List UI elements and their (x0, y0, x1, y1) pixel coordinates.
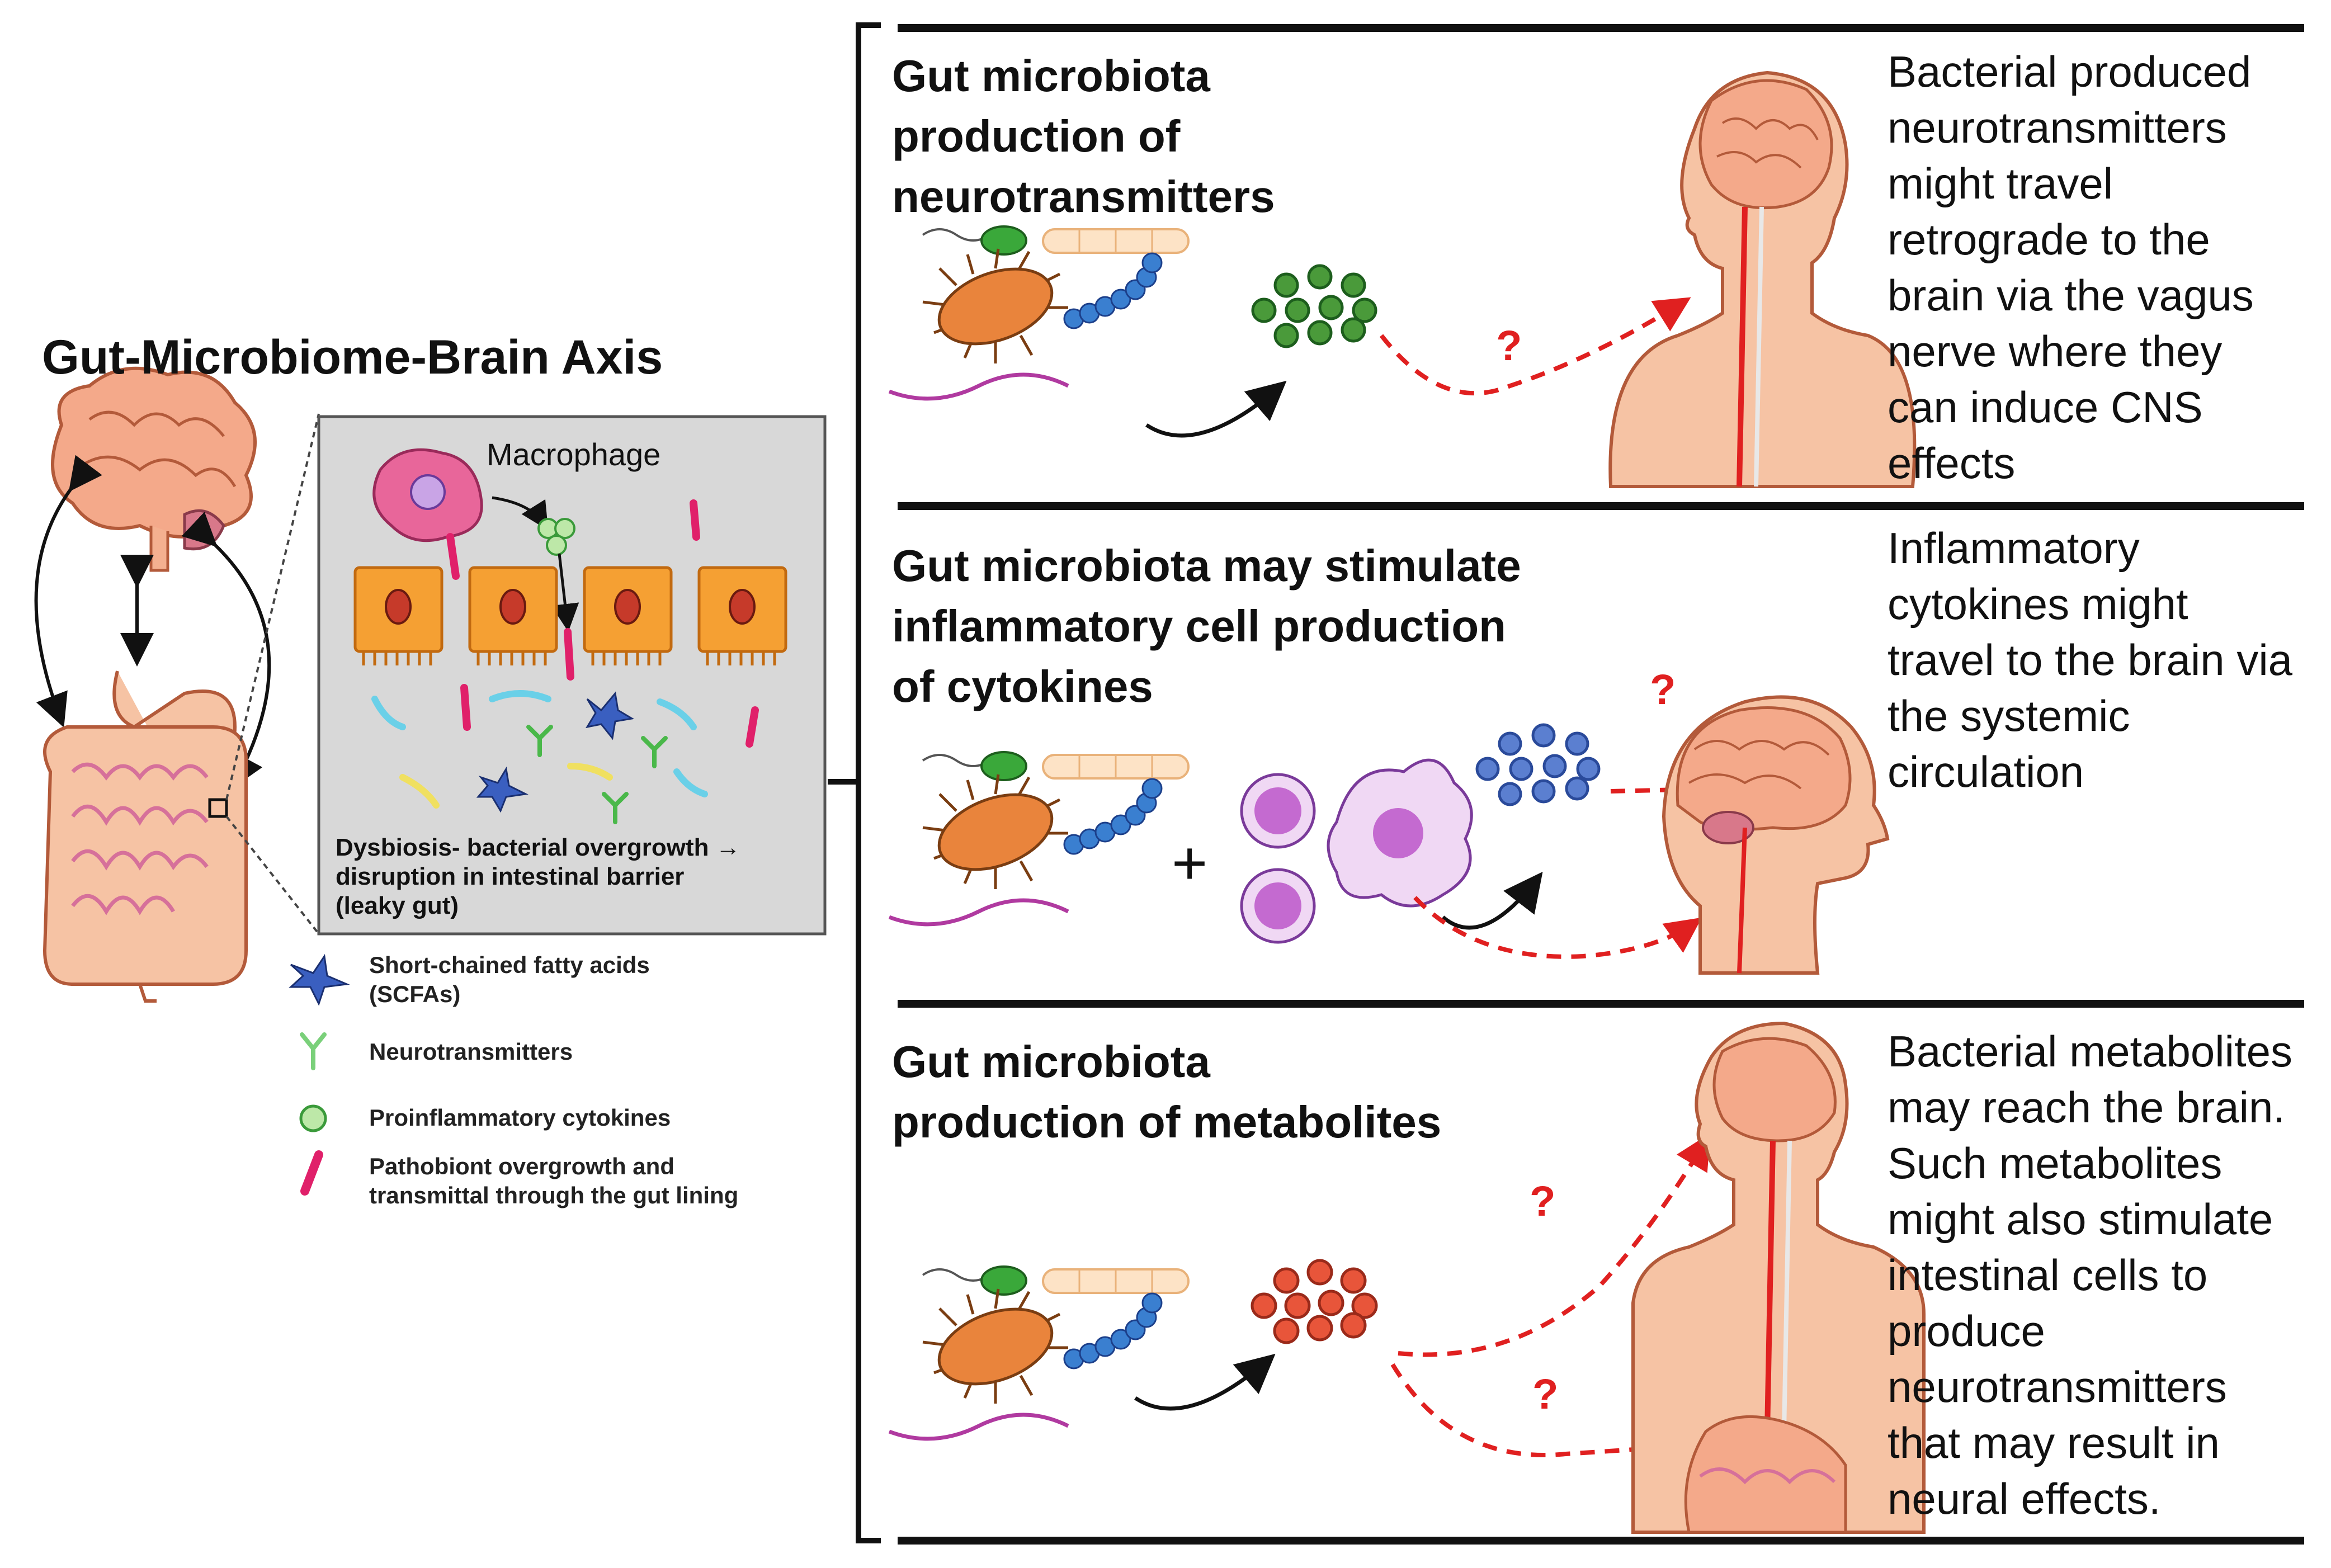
molecule-dot (1531, 779, 1556, 804)
panel2-red-arrow-lower (1413, 896, 1702, 959)
panel1-arrow (1145, 380, 1287, 438)
pathobiont-icon (300, 1150, 323, 1196)
molecule-dot (1352, 297, 1377, 323)
panel3-red-arrow-lower (1390, 1363, 1731, 1463)
molecule-dot (1307, 320, 1333, 346)
panel1-microbes (889, 226, 1188, 399)
panel1-red-arrow (1379, 297, 1691, 396)
panel1-body (1608, 70, 1917, 488)
molecule-dot (1565, 776, 1589, 801)
scfa-icon (289, 953, 350, 1006)
panel3-description: Bacterial metabolites may reach the brai… (1888, 1027, 2293, 1523)
panel-rules (898, 24, 2304, 1545)
diagram-title: Gut-Microbiome-Brain Axis (42, 330, 663, 384)
cytokine-icon (299, 1104, 327, 1132)
molecule-dot (1273, 323, 1299, 348)
legend-cytokine-label: Proinflammatory cytokines (369, 1104, 671, 1131)
molecule-dot (1251, 1292, 1277, 1319)
plus-sign: + (1172, 829, 1208, 898)
dysbiosis-inset (317, 415, 827, 936)
molecule-dot (1498, 731, 1522, 756)
molecule-dot (1542, 754, 1567, 778)
molecule-dot (1307, 264, 1333, 290)
panel3-question-mark-lower: ? (1532, 1371, 1559, 1418)
panel-bracket (828, 22, 881, 1543)
molecule-dot (1340, 1312, 1367, 1339)
panel3-dots (1251, 1259, 1378, 1344)
molecule-dot (1318, 295, 1344, 320)
panel1-dots (1251, 264, 1377, 348)
panel1-question-mark: ? (1496, 322, 1522, 370)
molecule-dot (1306, 1259, 1333, 1286)
molecule-dot (1306, 1315, 1333, 1342)
brain-icon (51, 366, 257, 572)
macrophage-label: Macrophage (487, 437, 661, 472)
panel3-heading: Gut microbiota production of metabolites (892, 1037, 1442, 1147)
molecule-dot (1565, 731, 1589, 756)
panel1-description: Bacterial produced neurotransmitters mig… (1888, 47, 2254, 488)
panel3-body (1631, 1021, 1926, 1534)
panel2-head (1662, 695, 1890, 975)
molecule-dot (1341, 272, 1366, 298)
legend-neurotransmitter-label: Neurotransmitters (369, 1038, 573, 1065)
molecule-dot (1531, 723, 1556, 748)
panel2-immune-cells (1240, 758, 1473, 944)
panel1-heading: Gut microbiota production of neurotransm… (892, 51, 1275, 221)
panel2-arrow (1441, 871, 1543, 930)
molecule-dot (1498, 782, 1522, 806)
panel2-dots (1475, 723, 1601, 806)
molecule-dot (1273, 1267, 1300, 1294)
molecule-dot (1273, 272, 1299, 298)
panel3-arrow (1134, 1353, 1276, 1411)
molecule-dot (1475, 757, 1500, 781)
molecule-dot (1318, 1290, 1344, 1316)
inset-caption: Dysbiosis- bacterial overgrowth → disrup… (336, 834, 740, 919)
molecule-dot (1341, 317, 1366, 343)
neurotransmitter-icon (300, 1032, 327, 1070)
molecule-dot (1351, 1292, 1378, 1319)
gut-brain-arrows (34, 455, 271, 789)
panel2-question-mark: ? (1650, 666, 1676, 714)
legend-pathobiont-label: Pathobiont overgrowth and transmittal th… (369, 1153, 739, 1208)
molecule-dot (1273, 1317, 1300, 1344)
molecule-dot (1285, 297, 1310, 323)
legend-scfa-label: Short-chained fatty acids (SCFAs) (369, 952, 650, 1007)
legend-icons (289, 953, 350, 1196)
panel2-description: Inflammatory cytokines might travel to t… (1888, 523, 2293, 796)
panel2-microbes (889, 752, 1188, 924)
molecule-dot (1340, 1267, 1367, 1294)
molecule-dot (1251, 297, 1277, 323)
panel3-question-mark-upper: ? (1530, 1178, 1556, 1225)
panel2-heading: Gut microbiota may stimulate inflammator… (892, 541, 1521, 711)
gut-icon (43, 670, 248, 1003)
molecule-dot (1284, 1292, 1311, 1319)
panel3-red-arrow-upper (1398, 1133, 1711, 1357)
molecule-dot (1509, 757, 1533, 781)
zoom-lines (225, 413, 320, 935)
molecule-dot (1576, 757, 1601, 781)
panel3-microbes (889, 1267, 1188, 1439)
